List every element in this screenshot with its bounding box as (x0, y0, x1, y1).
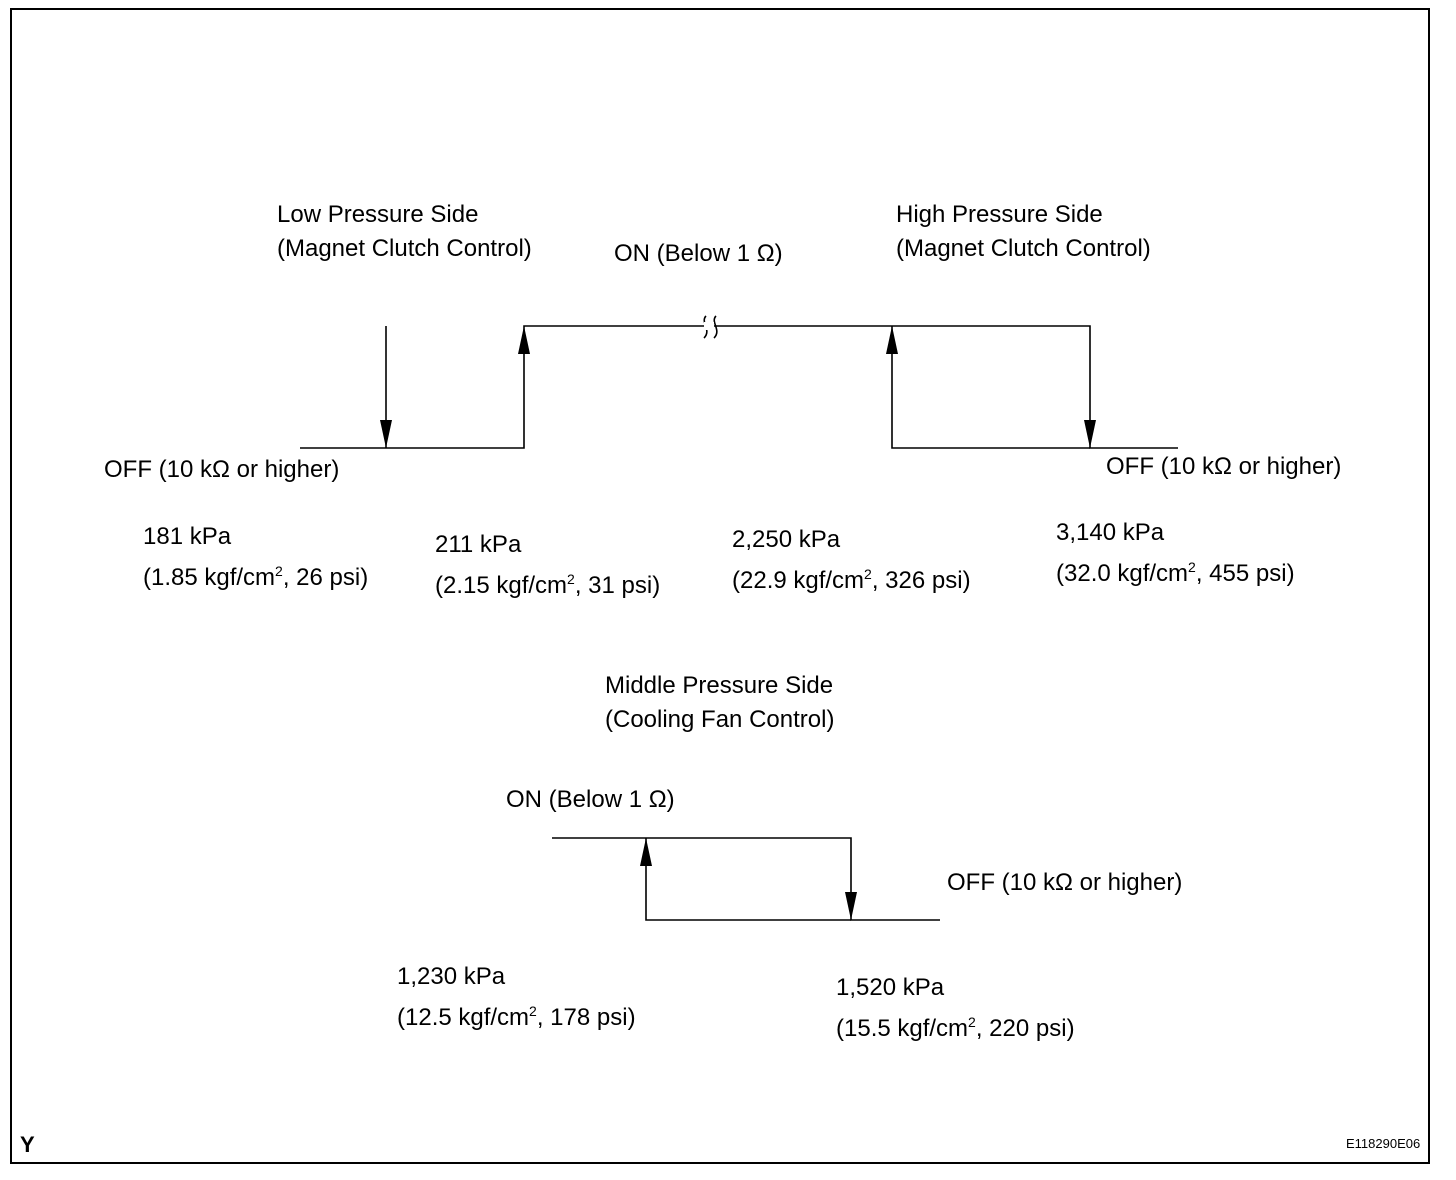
pressure-detail: (2.15 kgf/cm2, 31 psi) (435, 571, 661, 599)
figure-code: E118290E06 (1346, 1136, 1421, 1151)
low-pressure-value-2: 211 kPa (2.15 kgf/cm2, 31 psi) (435, 528, 660, 603)
pressure-kpa: 2,250 kPa (732, 526, 841, 553)
middle-on-label: ON (Below 1 Ω) (506, 786, 675, 813)
middle-pressure-subheading: (Cooling Fan Control) (605, 706, 835, 733)
arrow-down-high (1084, 420, 1096, 448)
arrow-up-middle (640, 838, 652, 866)
top-waveform (300, 325, 1178, 449)
middle-pressure-value-2: 1,520 kPa (15.5 kgf/cm2, 220 psi) (836, 971, 1075, 1046)
low-pressure-subheading: (Magnet Clutch Control) (277, 235, 532, 262)
arrow-up-high (886, 326, 898, 354)
middle-on-segment (645, 838, 851, 921)
pressure-detail: (1.85 kgf/cm2, 26 psi) (143, 563, 369, 591)
pressure-detail: (15.5 kgf/cm2, 220 psi) (836, 1014, 1075, 1042)
high-pressure-value-1: 2,250 kPa (22.9 kgf/cm2, 326 psi) (732, 523, 971, 598)
low-pressure-title: Low Pressure Side (Magnet Clutch Control… (277, 198, 532, 266)
pressure-kpa: 3,140 kPa (1056, 519, 1165, 546)
arrow-up-low (518, 326, 530, 354)
arrow-down-low (380, 420, 392, 448)
high-pressure-value-2: 3,140 kPa (32.0 kgf/cm2, 455 psi) (1056, 516, 1295, 591)
top-on-label: ON (Below 1 Ω) (614, 240, 783, 267)
pressure-kpa: 1,230 kPa (397, 963, 506, 990)
diagram-frame (10, 8, 1430, 1164)
corner-letter: Y (20, 1132, 35, 1157)
middle-off-label: OFF (10 kΩ or higher) (947, 869, 1183, 896)
pressure-kpa: 1,520 kPa (836, 974, 945, 1001)
pressure-detail: (22.9 kgf/cm2, 326 psi) (732, 566, 971, 594)
low-pressure-value-1: 181 kPa (1.85 kgf/cm2, 26 psi) (143, 520, 368, 595)
middle-pressure-heading: Middle Pressure Side (605, 672, 834, 699)
arrow-down-middle (845, 892, 857, 920)
middle-pressure-value-1: 1,230 kPa (12.5 kgf/cm2, 178 psi) (397, 960, 636, 1035)
middle-waveform (552, 837, 940, 921)
high-pressure-title: High Pressure Side (Magnet Clutch Contro… (896, 198, 1151, 266)
low-off-label: OFF (10 kΩ or higher) (104, 456, 340, 483)
low-pressure-heading: Low Pressure Side (277, 201, 479, 228)
pressure-kpa: 211 kPa (435, 531, 522, 558)
high-off-label: OFF (10 kΩ or higher) (1106, 453, 1342, 480)
pressure-detail: (12.5 kgf/cm2, 178 psi) (397, 1003, 636, 1031)
pressure-detail: (32.0 kgf/cm2, 455 psi) (1056, 559, 1295, 587)
pressure-kpa: 181 kPa (143, 523, 232, 550)
high-pressure-subheading: (Magnet Clutch Control) (896, 235, 1151, 262)
high-pressure-heading: High Pressure Side (896, 201, 1103, 228)
high-on-segment (891, 326, 1090, 449)
middle-pressure-title: Middle Pressure Side (Cooling Fan Contro… (605, 669, 834, 737)
